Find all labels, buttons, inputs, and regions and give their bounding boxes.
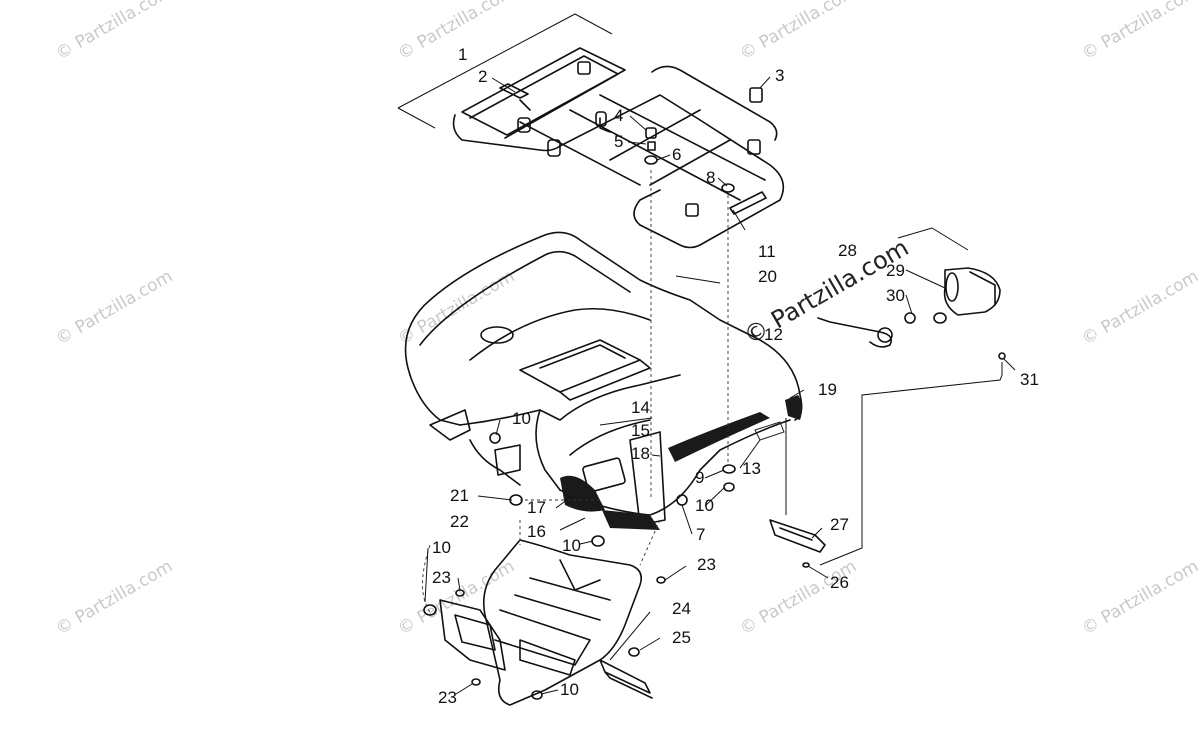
watermarks: © Partzilla.com © Partzilla.com © Partzi… xyxy=(53,0,1200,639)
watermark: © Partzilla.com xyxy=(53,556,177,639)
watermark: © Partzilla.com xyxy=(1079,556,1200,639)
callout-3: 3 xyxy=(775,66,784,85)
callout-21: 21 xyxy=(450,486,469,505)
callout-16: 16 xyxy=(527,522,546,541)
callout-5: 5 xyxy=(614,132,623,151)
callout-12: 12 xyxy=(764,325,783,344)
callout-27: 27 xyxy=(830,515,849,534)
callout-22: 22 xyxy=(450,512,469,531)
callout-4: 4 xyxy=(614,106,623,125)
callout-10: 10 xyxy=(562,536,581,555)
watermark: © Partzilla.com xyxy=(737,556,861,639)
callout-18: 18 xyxy=(631,444,650,463)
callout-9: 9 xyxy=(695,468,704,487)
fender-decals xyxy=(560,395,803,530)
hardware xyxy=(423,352,1006,700)
callout-6: 6 xyxy=(672,145,681,164)
callout-15: 15 xyxy=(631,421,650,440)
callout-28: 28 xyxy=(838,241,857,260)
leader-lines xyxy=(424,76,1016,695)
watermark: © Partzilla.com xyxy=(53,0,177,64)
rear-rack xyxy=(452,47,785,249)
callout-10: 10 xyxy=(560,680,579,699)
callout-11: 11 xyxy=(758,242,776,261)
callout-23: 23 xyxy=(438,688,457,707)
callout-29: 29 xyxy=(886,261,905,280)
rack-hardware xyxy=(644,87,763,193)
callout-23: 23 xyxy=(697,555,716,574)
bracket-24 xyxy=(599,659,653,699)
watermark: © Partzilla.com xyxy=(1079,0,1200,64)
rear-fender xyxy=(404,231,803,526)
callout-14: 14 xyxy=(631,398,650,417)
callout-7: 7 xyxy=(696,525,705,544)
callout-2: 2 xyxy=(478,67,487,86)
watermark: © Partzilla.com xyxy=(53,266,177,349)
watermark: © Partzilla.com xyxy=(395,0,519,64)
watermark: © Partzilla.com xyxy=(737,0,861,64)
callout-1: 1 xyxy=(458,45,467,64)
callout-20: 20 xyxy=(758,267,777,286)
callout-10: 10 xyxy=(512,409,531,428)
callout-10: 10 xyxy=(695,496,714,515)
callout-26: 26 xyxy=(830,573,849,592)
callout-24: 24 xyxy=(672,599,691,618)
callout-8: 8 xyxy=(706,168,715,187)
callout-31: 31 xyxy=(1020,370,1039,389)
callout-17: 17 xyxy=(527,498,546,517)
watermark: © Partzilla.com xyxy=(395,556,519,639)
footwell xyxy=(439,539,643,706)
callout-25: 25 xyxy=(672,628,691,647)
callout-13: 13 xyxy=(742,459,761,478)
callout-23: 23 xyxy=(432,568,451,587)
callout-30: 30 xyxy=(886,286,905,305)
taillight-assembly xyxy=(817,267,1001,348)
callout-10: 10 xyxy=(432,538,451,557)
assembly-brackets xyxy=(397,13,969,251)
callout-19: 19 xyxy=(818,380,837,399)
bracket-27 xyxy=(769,519,826,568)
watermark: © Partzilla.com xyxy=(395,266,519,349)
watermark: © Partzilla.com xyxy=(1079,266,1200,349)
callout-labels: 1 2 3 4 5 6 8 11 20 28 29 30 12 31 19 14… xyxy=(432,45,1039,707)
